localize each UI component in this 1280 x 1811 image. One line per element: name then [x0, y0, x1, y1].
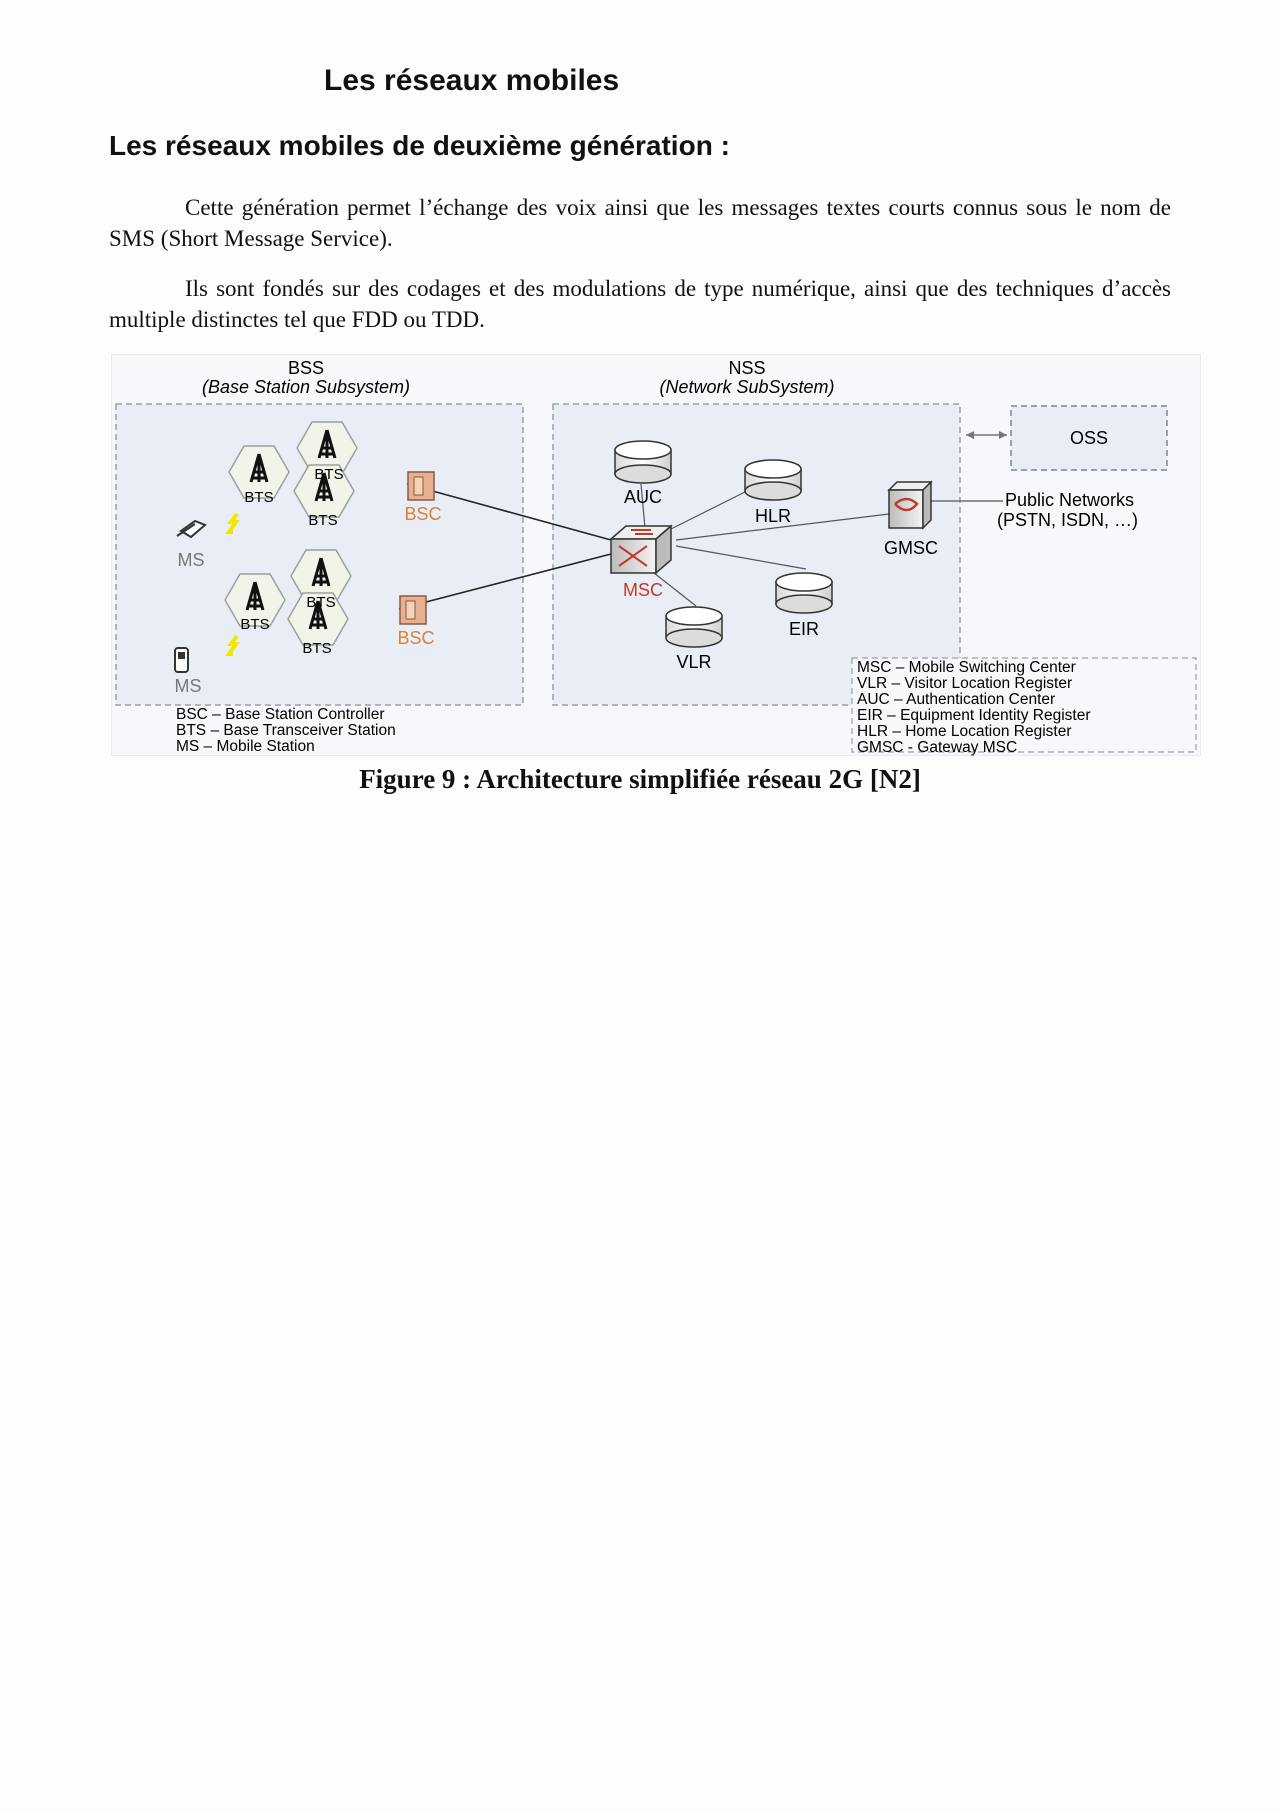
msc-switch-icon — [608, 524, 674, 575]
auc-label: AUC — [624, 487, 662, 507]
section-heading: Les réseaux mobiles de deuxième générati… — [109, 130, 730, 161]
paragraph-1: Cette génération permet l’échange des vo… — [109, 195, 1171, 251]
bss-title: BSS — [288, 358, 324, 378]
vlr-database-icon — [665, 606, 723, 648]
bsc-node-top — [407, 471, 435, 501]
network-links — [398, 483, 612, 610]
bts-label: BTS — [240, 616, 269, 633]
legend-item: MSC – Mobile Switching Center — [857, 659, 1076, 676]
ms-label: MS — [178, 550, 205, 570]
bts-label: BTS — [244, 489, 273, 506]
bts-label: BTS — [308, 512, 337, 529]
bts-label: BTS — [306, 594, 335, 611]
legend-item: EIR – Equipment Identity Register — [857, 707, 1090, 724]
bts-label: BTS — [302, 640, 331, 657]
nss-legend: MSC – Mobile Switching Center VLR – Visi… — [857, 659, 1090, 756]
bsc-label: BSC — [404, 504, 441, 524]
legend-item: MS – Mobile Station — [176, 738, 315, 755]
eir-database-icon — [775, 572, 833, 614]
legend-item: VLR – Visitor Location Register — [857, 675, 1072, 692]
oss-label: OSS — [1070, 428, 1108, 448]
gmsc-server-icon — [887, 480, 933, 530]
nss-legend-box — [851, 657, 1197, 753]
network-architecture-diagram: BSS (Base Station Subsystem) NSS (Networ… — [111, 354, 1201, 756]
oss-box — [1010, 405, 1168, 471]
core-links — [640, 478, 1003, 607]
nss-subtitle: (Network SubSystem) — [659, 377, 834, 397]
nss-title: NSS — [728, 358, 765, 378]
public-networks-detail: (PSTN, ISDN, …) — [997, 510, 1138, 530]
bsc-label: BSC — [397, 628, 434, 648]
auc-database-icon — [614, 440, 672, 484]
msc-label: MSC — [623, 580, 663, 600]
legend-item: BSC – Base Station Controller — [176, 706, 385, 723]
legend-item: HLR – Home Location Register — [857, 723, 1072, 740]
bts-label: BTS — [314, 466, 343, 483]
public-networks-label: Public Networks — [1005, 490, 1134, 510]
bss-legend: BSC – Base Station Controller BTS – Base… — [176, 706, 396, 755]
radio-link-icon — [225, 512, 240, 534]
hlr-database-icon — [744, 459, 802, 501]
eir-label: EIR — [789, 619, 819, 639]
bsc-node-bottom — [399, 595, 427, 625]
hlr-label: HLR — [755, 506, 791, 526]
mobile-handset-icon — [174, 647, 189, 673]
legend-item: BTS – Base Transceiver Station — [176, 722, 396, 739]
legend-item: GMSC - Gateway MSC — [857, 739, 1017, 756]
ms-label: MS — [175, 676, 202, 696]
legend-item: AUC – Authentication Center — [857, 691, 1055, 708]
page-title: Les réseaux mobiles — [324, 64, 620, 97]
mobile-handset-icon — [176, 519, 207, 539]
gmsc-label: GMSC — [884, 538, 938, 558]
paragraph-2: Ils sont fondés sur des codages et des m… — [109, 276, 1171, 332]
bss-subtitle: (Base Station Subsystem) — [202, 377, 410, 397]
vlr-label: VLR — [676, 652, 711, 672]
figure-caption: Figure 9 : Architecture simplifiée résea… — [359, 764, 921, 794]
radio-link-icon — [225, 634, 240, 656]
